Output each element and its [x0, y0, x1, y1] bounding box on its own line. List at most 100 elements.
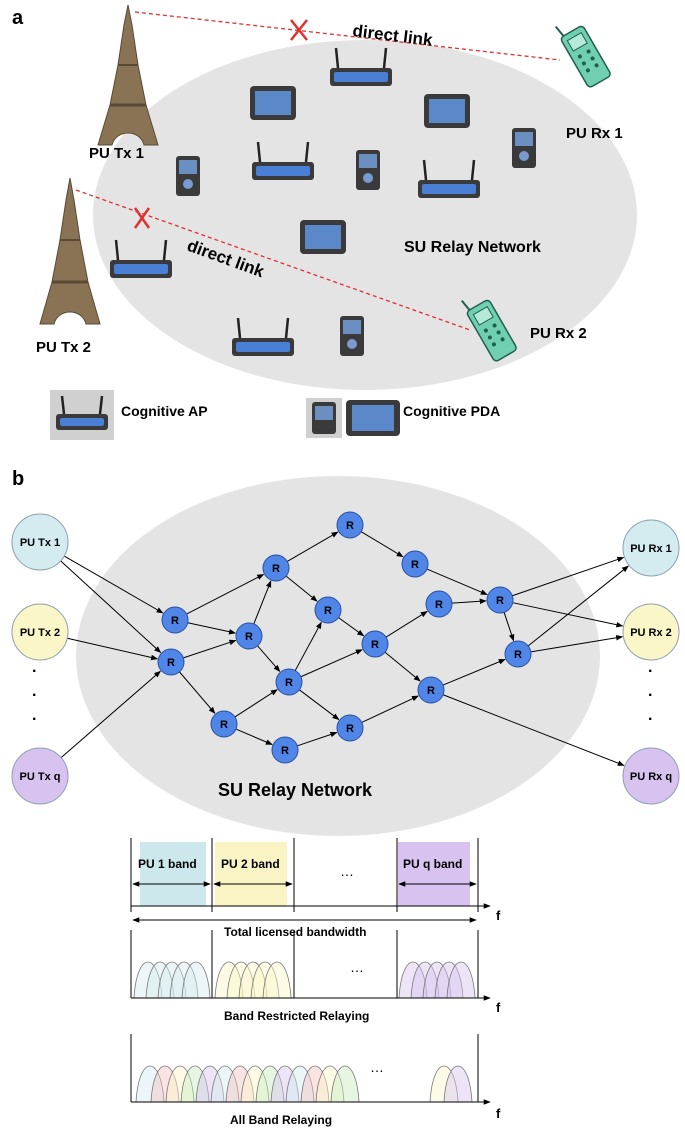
- relay-edge: [530, 634, 624, 653]
- relay-node: R: [235, 622, 263, 650]
- relay-node-label: R: [167, 657, 175, 669]
- subband-hump: [181, 961, 211, 999]
- relay-edge: [286, 531, 339, 562]
- rx-dots-2: .: [648, 683, 652, 700]
- subband-hump: [210, 1065, 240, 1103]
- relay-edge: [285, 575, 318, 602]
- pu-rx2-label: PU Rx 2: [530, 325, 587, 342]
- total-bandwidth-label: Total licensed bandwidth: [224, 925, 366, 939]
- relay-edge: [235, 728, 273, 745]
- relay-node-label: R: [346, 723, 354, 735]
- relay-edge: [186, 573, 265, 615]
- relay-edge: [512, 556, 625, 597]
- relay-edge: [503, 612, 515, 642]
- relay-edge: [338, 617, 365, 637]
- allband-dividers: [130, 1034, 479, 1102]
- subband-hump: [195, 1065, 225, 1103]
- subband-hump: [443, 1065, 473, 1103]
- relay-node-label: R: [435, 599, 443, 611]
- pu2-band-fill: [215, 842, 287, 906]
- relay-edge: [527, 565, 629, 647]
- relay-edge: [451, 598, 487, 605]
- cognitive-pda-icon: [424, 94, 470, 128]
- band-ellipsis-3: …: [370, 1059, 384, 1075]
- cognitive-ap-icon: [418, 159, 480, 198]
- relay-edge: [294, 621, 322, 671]
- pu-node-label: PU Tx 1: [20, 537, 60, 549]
- relay-node-label: R: [496, 595, 504, 607]
- f-label-3: f: [496, 1106, 501, 1121]
- cognitive-ap-icon: [330, 47, 392, 86]
- relay-cloud-a: [93, 40, 637, 390]
- relay-node: R: [425, 590, 453, 618]
- rx-dots-3: .: [648, 707, 652, 724]
- relay-edge: [60, 670, 161, 758]
- relay-node-label: R: [285, 677, 293, 689]
- pu-tx2-label: PU Tx 2: [36, 339, 91, 356]
- relay-node-label: R: [281, 745, 289, 757]
- su-relay-network-label-a: SU Relay Network: [404, 239, 541, 256]
- all-band-subbands: [135, 1065, 473, 1103]
- relay-edge: [442, 694, 625, 766]
- pu-node-label: PU Tx 2: [20, 627, 60, 639]
- relay-node: R: [417, 676, 445, 704]
- pu-rx-node: PU Rx 1: [622, 519, 680, 577]
- relay-node-label: R: [411, 559, 419, 571]
- panel-b-label: b: [12, 468, 24, 490]
- band-dividers: [130, 838, 479, 912]
- relay-node: R: [210, 710, 238, 738]
- subband-hump: [240, 1065, 270, 1103]
- subband-hump: [446, 961, 476, 999]
- pu1-band-fill: [140, 842, 206, 906]
- pu-node-label: PU Tx q: [20, 771, 61, 783]
- subband-hump: [285, 1065, 315, 1103]
- pu-rx-node: PU Rx q: [622, 747, 680, 805]
- pu-tx-node: PU Tx 2: [11, 603, 69, 661]
- cognitive-pda-icon: [356, 150, 380, 190]
- subband-hump: [270, 1065, 300, 1103]
- band-ellipsis-2: …: [350, 959, 364, 975]
- cognitive-pda-icon: [340, 316, 364, 356]
- relay-node-label: R: [346, 520, 354, 532]
- relay-node: R: [336, 511, 364, 539]
- f-label-2: f: [496, 1000, 501, 1015]
- relay-edge: [187, 622, 237, 635]
- cognitive-ap-icon: [252, 141, 314, 180]
- all-band-label: All Band Relaying: [230, 1113, 332, 1127]
- tx-dots-1: .: [32, 659, 36, 676]
- subband-hump: [262, 961, 292, 999]
- puq-band-label: PU q band: [403, 857, 462, 871]
- legend-pda-icon: [306, 398, 400, 438]
- relay-node-label: R: [324, 605, 332, 617]
- pu-rx1-label: PU Rx 1: [566, 125, 623, 142]
- relay-edge: [426, 568, 488, 596]
- subband-hump: [135, 1065, 165, 1103]
- su-relay-network-label-b: SU Relay Network: [218, 780, 373, 800]
- relay-node-label: R: [427, 685, 435, 697]
- pu1-band-label: PU 1 band: [138, 857, 197, 871]
- relay-edge: [60, 560, 162, 654]
- relay-node-label: R: [171, 615, 179, 627]
- relay-edge: [63, 555, 164, 614]
- tower-2-icon: [39, 177, 101, 325]
- subband-hump: [150, 1065, 180, 1103]
- pu2-band-label: PU 2 band: [221, 857, 280, 871]
- cognitive-pda-icon: [300, 220, 346, 254]
- relay-edge: [385, 610, 428, 638]
- relay-edge: [442, 658, 506, 686]
- relay-node: R: [361, 630, 389, 658]
- relay-node: R: [486, 586, 514, 614]
- relay-edge: [179, 671, 216, 714]
- blocked-x-icon-1: [290, 19, 308, 41]
- pu-tx1-label: PU Tx 1: [89, 145, 144, 162]
- relay-node: R: [262, 554, 290, 582]
- cognitive-pda-icon: [250, 86, 296, 120]
- legend-ap-label: Cognitive AP: [121, 403, 208, 419]
- subband-hump: [300, 1065, 330, 1103]
- panel-a-label: a: [12, 7, 24, 29]
- relay-edge: [183, 639, 237, 659]
- relay-edge: [67, 637, 159, 661]
- relay-node-label: R: [245, 631, 253, 643]
- subband-hump: [225, 1065, 255, 1103]
